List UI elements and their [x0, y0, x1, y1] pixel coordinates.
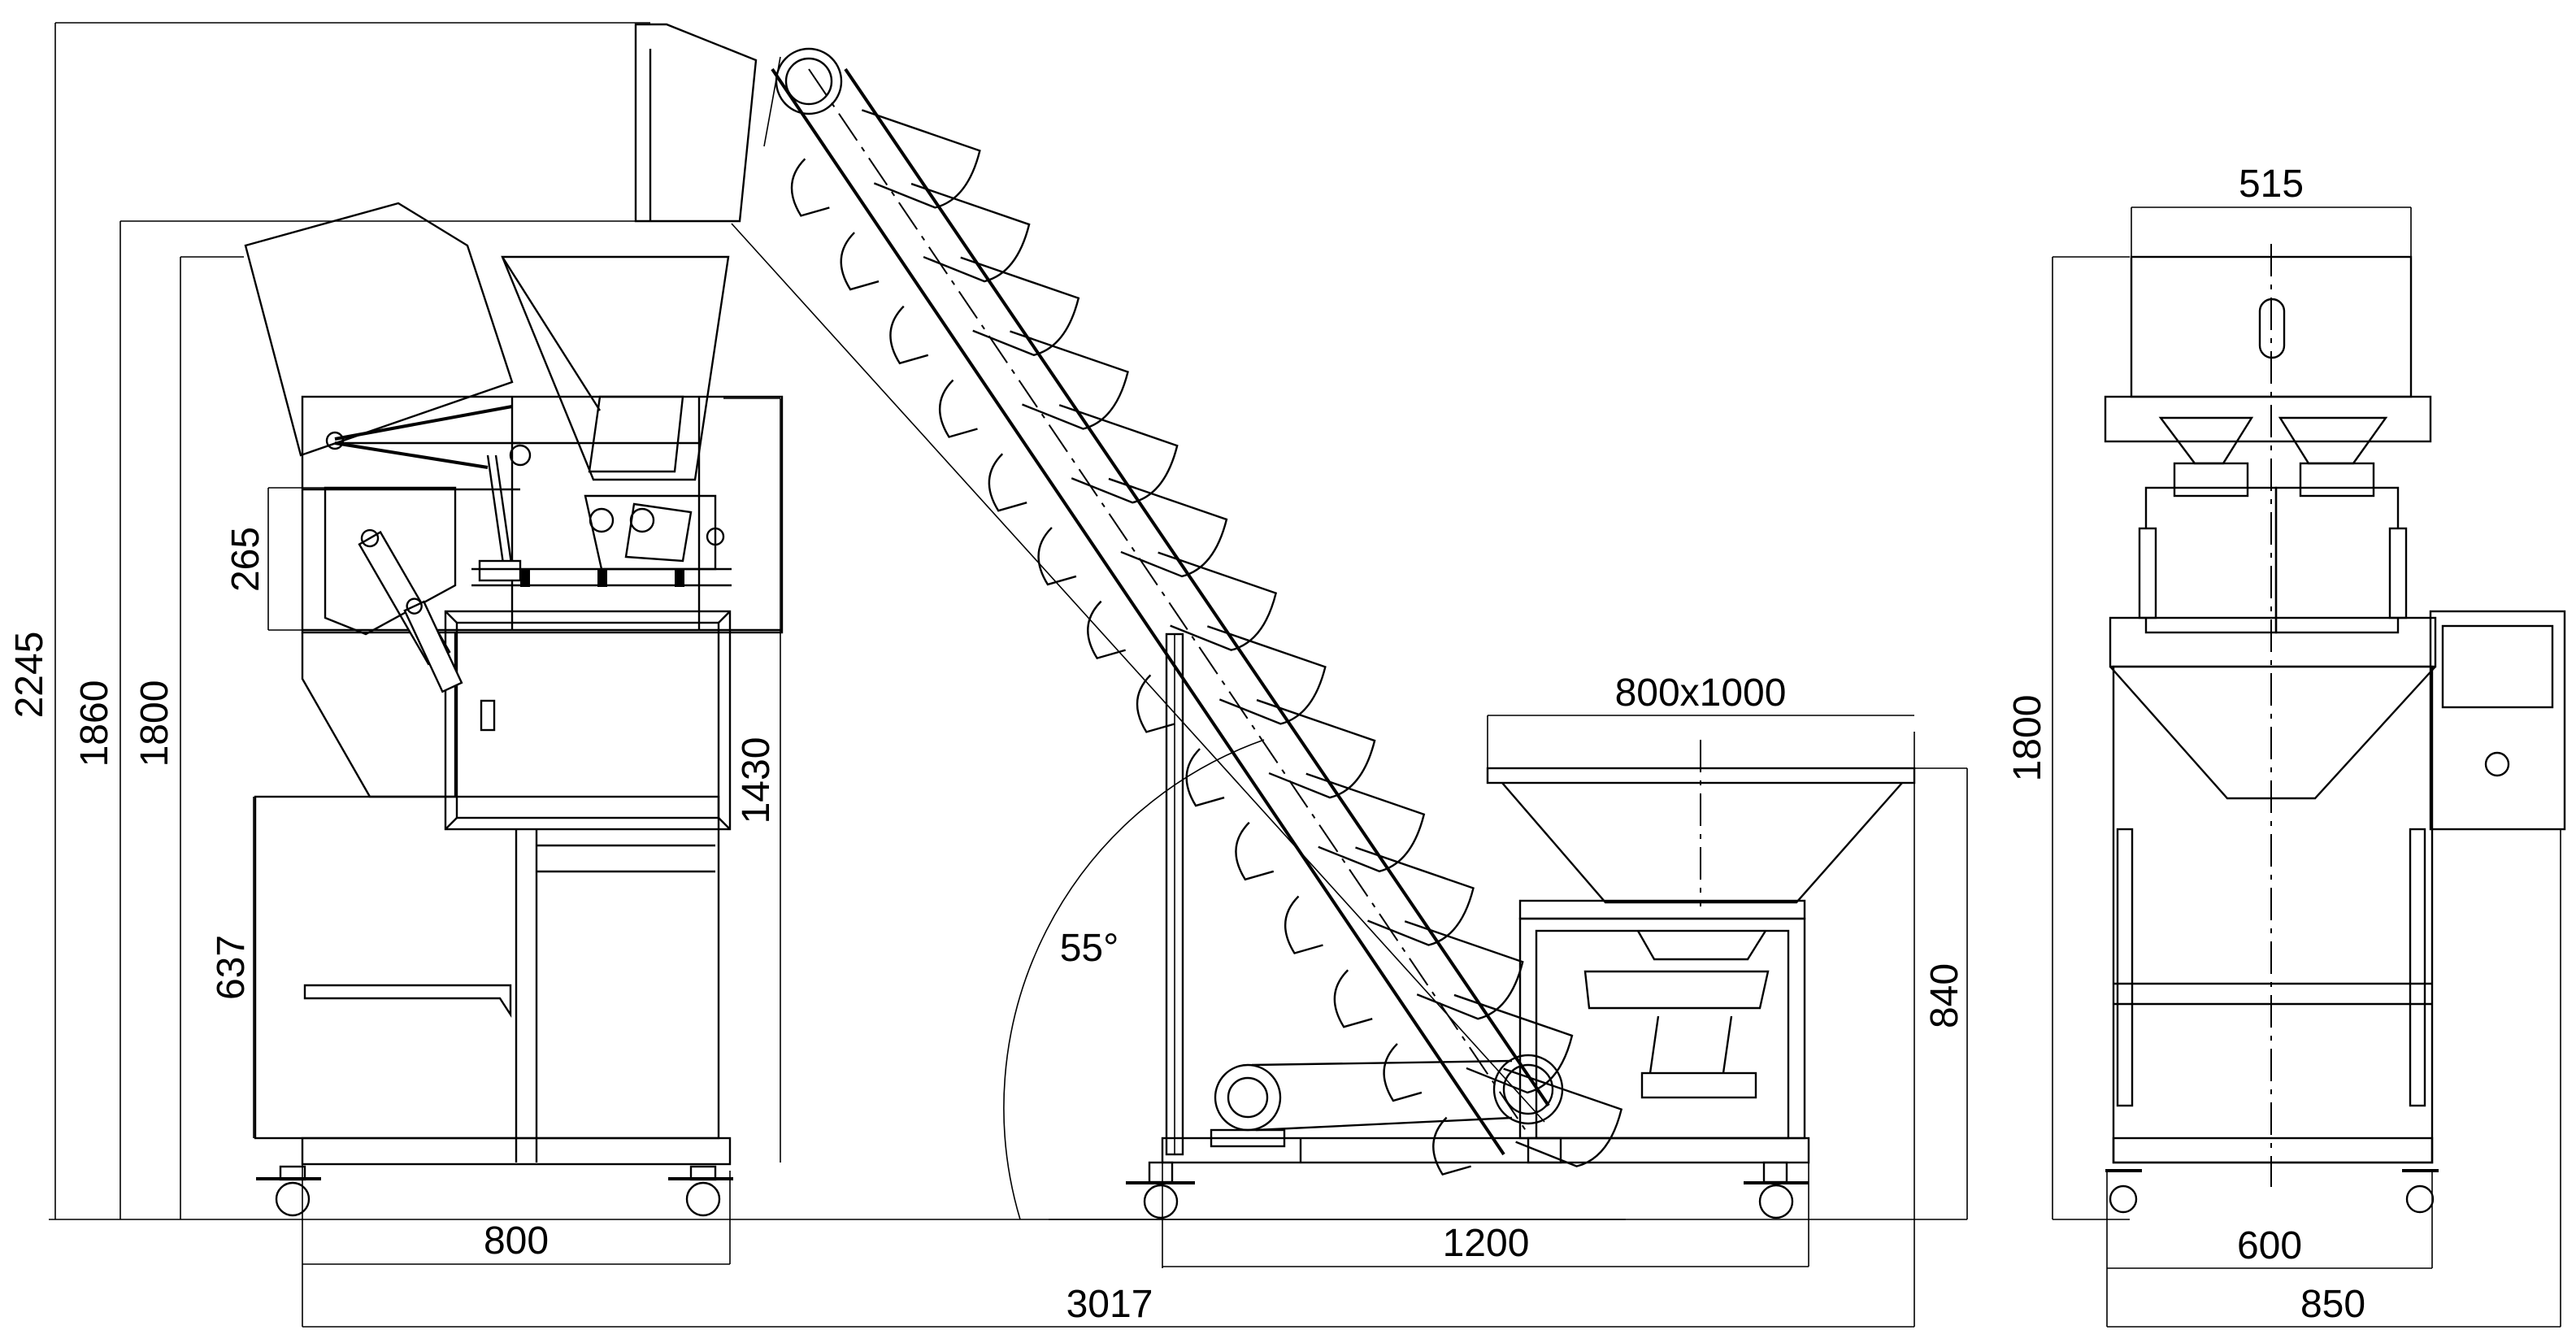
dimension-lines — [49, 22, 2561, 1328]
bucket — [1108, 477, 1228, 578]
bucket — [1453, 993, 1574, 1094]
caster-left — [256, 1165, 321, 1217]
bucket — [1305, 772, 1426, 873]
bucket — [1010, 330, 1129, 430]
bucket — [861, 109, 981, 209]
bucket-back — [1087, 600, 1126, 660]
label-850: 850 — [2300, 1283, 2365, 1326]
label-1860: 1860 — [73, 680, 116, 767]
label-840: 840 — [1923, 963, 1966, 1028]
bucket-back — [1235, 821, 1275, 881]
label-1800-front: 1800 — [2006, 695, 2049, 782]
label-515: 515 — [2239, 163, 2304, 206]
bucket-back — [1136, 674, 1175, 733]
bucket-back — [840, 232, 880, 291]
label-1800-side: 1800 — [133, 680, 176, 767]
label-600: 600 — [2237, 1224, 2302, 1267]
caster-conveyor-left — [1126, 1161, 1195, 1219]
label-637: 637 — [210, 935, 253, 1000]
bucket — [910, 182, 1031, 283]
bucket-back — [889, 305, 929, 365]
label-2245: 2245 — [8, 632, 51, 719]
bucket — [1355, 846, 1475, 946]
bucket-back — [1383, 1043, 1423, 1102]
bucket — [1503, 1067, 1623, 1167]
bucket-back — [790, 158, 830, 217]
bucket — [960, 256, 1080, 357]
weigher-machine — [244, 23, 784, 1217]
label-265: 265 — [224, 527, 267, 592]
bucket-back — [1185, 748, 1225, 807]
caster-conveyor-right — [1744, 1161, 1809, 1219]
bucket-back — [1037, 527, 1077, 586]
bucket — [1058, 404, 1179, 504]
bucket — [1206, 625, 1327, 725]
bucket-back — [1432, 1116, 1471, 1176]
label-55-degrees: 55° — [1060, 927, 1119, 970]
label-1430: 1430 — [735, 737, 778, 824]
bucket — [1256, 698, 1376, 799]
bucket — [1158, 551, 1278, 651]
front-view-machine — [2104, 244, 2566, 1214]
label-1200: 1200 — [1443, 1222, 1530, 1265]
label-800x1000: 800x1000 — [1615, 672, 1787, 715]
label-800: 800 — [484, 1219, 549, 1263]
bucket-back — [1284, 895, 1323, 954]
bucket-back — [939, 379, 978, 438]
bucket — [1404, 920, 1524, 1020]
caster-right — [668, 1165, 733, 1217]
dimension-labels: 2245 1860 1800 265 637 1430 800 1200 301… — [8, 163, 2365, 1326]
feed-hopper — [1486, 740, 1916, 1140]
label-3017: 3017 — [1066, 1283, 1153, 1326]
bucket-elevator — [731, 47, 1810, 1219]
elevator-buckets — [790, 109, 1623, 1176]
bucket-back — [988, 453, 1027, 512]
bucket-back — [1333, 969, 1373, 1028]
